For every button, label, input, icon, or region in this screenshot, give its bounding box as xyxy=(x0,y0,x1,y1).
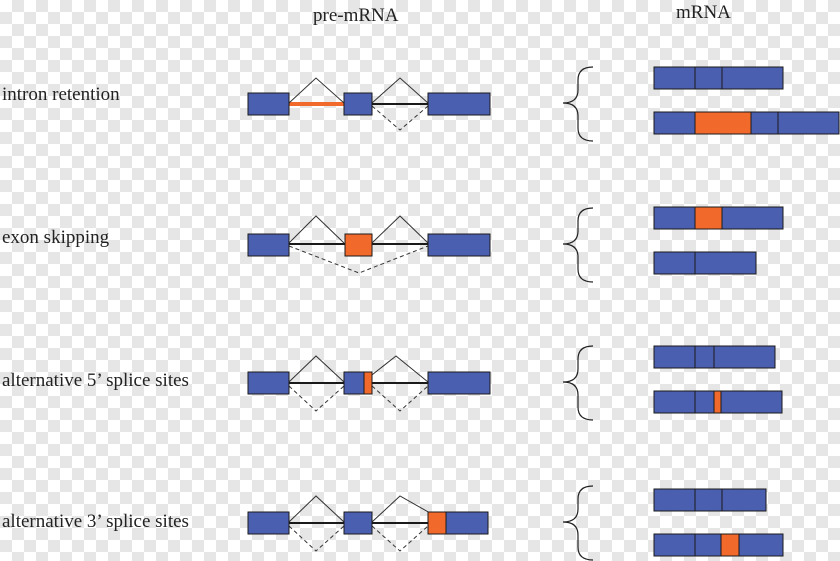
row-exon-skipping xyxy=(247,206,784,283)
exon xyxy=(653,66,696,90)
mrna-header: mRNA xyxy=(676,2,731,23)
exon xyxy=(738,533,784,557)
row-label-alt-3-splice: alternative 3’ splice sites xyxy=(2,511,189,532)
exon xyxy=(343,371,365,395)
splice-junction xyxy=(288,495,345,523)
exon xyxy=(247,233,290,257)
alternative-exon xyxy=(344,233,373,257)
row-alt-5-splice xyxy=(247,345,783,421)
splice-junction xyxy=(371,77,429,104)
brace xyxy=(562,345,594,421)
row-intron-retention xyxy=(247,66,840,142)
splice-junction xyxy=(288,355,345,383)
exon xyxy=(427,92,491,116)
exon xyxy=(653,390,696,414)
exon xyxy=(694,488,723,512)
alternative-exon xyxy=(694,206,723,230)
exon xyxy=(653,206,696,230)
mrna-alt-3-splice xyxy=(653,488,784,557)
pre-mrna-intron-retention xyxy=(247,77,491,131)
exon xyxy=(445,511,489,535)
brace xyxy=(562,207,594,283)
splice-junction-alternative xyxy=(288,525,345,552)
alternative-segment xyxy=(720,533,740,557)
exon xyxy=(694,345,715,369)
pre-mrna-alt-5-splice xyxy=(247,355,491,412)
exon xyxy=(653,488,696,512)
exon xyxy=(694,390,715,414)
exon xyxy=(720,390,783,414)
splice-junction-alternative xyxy=(371,525,429,552)
exon xyxy=(721,206,784,230)
exon xyxy=(694,533,722,557)
exon xyxy=(653,251,696,275)
exon xyxy=(247,371,290,395)
exon xyxy=(713,345,776,369)
exon xyxy=(777,111,840,135)
alternative-segment xyxy=(713,390,722,414)
splice-junction xyxy=(288,77,345,104)
splice-junction-alternative xyxy=(371,385,429,412)
exon xyxy=(721,66,784,90)
brace xyxy=(562,66,594,142)
alternative-segment xyxy=(363,371,373,395)
row-alt-3-splice xyxy=(247,485,784,561)
mrna-exon-skipping xyxy=(653,206,784,275)
exon xyxy=(694,66,723,90)
alternative-segment xyxy=(427,511,447,535)
exon xyxy=(427,371,491,395)
pre-mrna-exon-skipping xyxy=(247,215,491,274)
exon xyxy=(694,251,757,275)
exon xyxy=(653,345,696,369)
pre-mrna-header: pre-mRNA xyxy=(313,5,399,26)
row-label-intron-retention: intron retention xyxy=(2,84,120,105)
exon xyxy=(750,111,779,135)
exon xyxy=(247,511,290,535)
splice-junction-alternative xyxy=(371,105,429,131)
splice-junction-alternative xyxy=(288,385,345,412)
splice-junction xyxy=(371,215,429,244)
exon xyxy=(343,92,373,116)
exon xyxy=(427,233,491,257)
splice-junction xyxy=(362,355,429,383)
mrna-intron-retention xyxy=(653,66,840,135)
exon xyxy=(653,111,696,135)
pre-mrna-alt-3-splice xyxy=(247,495,489,552)
brace xyxy=(562,485,594,561)
exon xyxy=(653,533,696,557)
exon xyxy=(247,92,290,116)
retained-intron-segment xyxy=(694,111,752,135)
mrna-alt-5-splice xyxy=(653,345,783,414)
exon xyxy=(343,511,373,535)
row-label-alt-5-splice: alternative 5’ splice sites xyxy=(2,370,189,391)
splice-junction xyxy=(288,215,345,244)
exon xyxy=(721,488,767,512)
row-label-exon-skipping: exon skipping xyxy=(2,227,110,248)
